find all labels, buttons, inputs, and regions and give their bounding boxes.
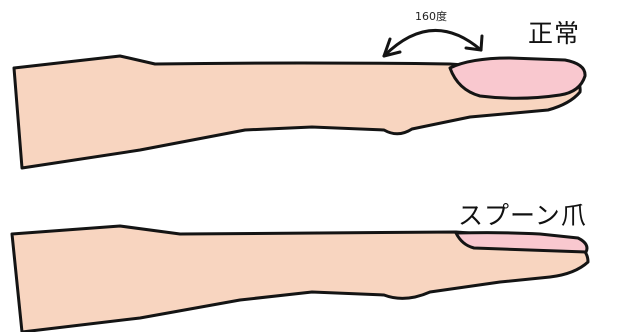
- spoon-finger: [12, 226, 588, 332]
- angle-arrow: [384, 30, 482, 56]
- spoon-nail-label: スプーン爪: [458, 196, 587, 232]
- normal-finger: [14, 56, 585, 168]
- normal-nail: [450, 58, 585, 98]
- normal-label: 正常: [528, 14, 580, 50]
- spoon-nail: [456, 233, 587, 252]
- angle-label: 160度: [415, 8, 447, 24]
